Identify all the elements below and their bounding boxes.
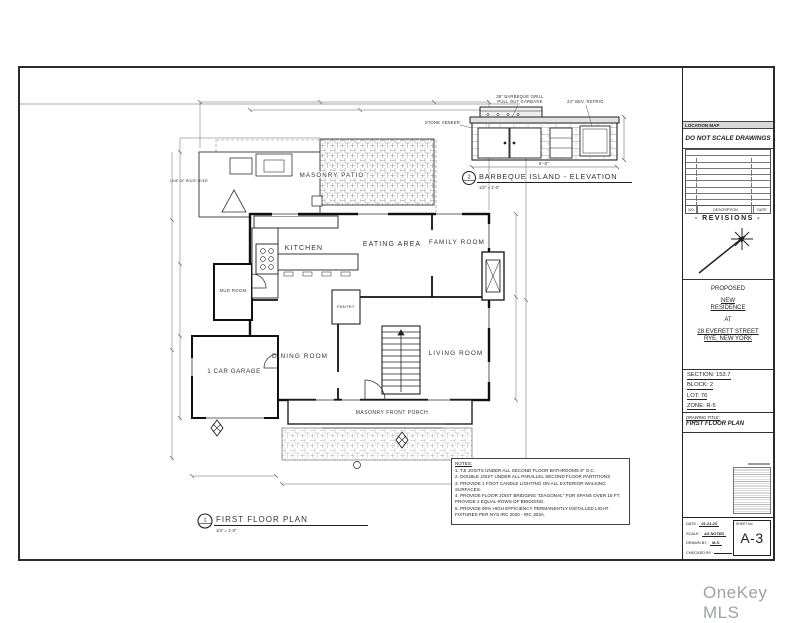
location-map-box	[683, 68, 773, 122]
floor-plan-drawing: MASONRY PATIO KITCHEN EATING AREA FAMILY…	[20, 94, 632, 533]
garage-outline	[191, 335, 279, 419]
revisions-table-header: NO. DESCRIPTION DATE	[685, 206, 771, 214]
copyright-text-block	[733, 467, 771, 514]
plan-detail-number: 1	[203, 518, 206, 524]
project-line-street: 28 EVERETT STREET	[697, 329, 759, 335]
stamp-drawn-label: DRAWN BY :	[686, 540, 709, 546]
label-porch: MASONRY FRONT PORCH	[356, 410, 429, 416]
note-item: 4. PROVIDE FLOOR JOIST BRIDGING "DIAGONA…	[455, 493, 621, 505]
front-walk-hatch	[281, 427, 473, 461]
lot-info: SECTION: 153.7 BLOCK: 2 LOT: 76 ZONE: R-…	[687, 372, 773, 414]
project-line-proposed: PROPOSED	[710, 286, 745, 292]
label-roof-line: LINE OF ROOF OVER	[170, 179, 208, 183]
note-item: 3. PROVIDE 1 FOOT CANDLE LIGHTING ON ALL…	[455, 480, 606, 492]
revisions-col-no: NO.	[686, 206, 698, 213]
porch-outline	[287, 399, 473, 425]
bbq-grill-label-line1: 36" BARBEQUE GRILL	[496, 94, 544, 99]
watermark: OneKey MLS	[703, 583, 768, 622]
bbq-elevation-title: BARBEQUE ISLAND - ELEVATION	[479, 172, 617, 181]
stamp-checked-blank	[714, 550, 733, 554]
bbq-grill-label-line2: PULL OUT GARBAGE	[497, 99, 542, 104]
sheet-number-box: SHEET No A-3	[733, 520, 771, 556]
label-living-room: LIVING ROOM	[429, 350, 484, 357]
plan-title-text: FIRST FLOOR PLAN	[216, 515, 308, 524]
revisions-title: - REVISIONS -	[694, 215, 762, 222]
stamp-date-label: DATE :	[686, 521, 699, 526]
stamp-checked-label: CHECKED BY :	[686, 549, 714, 555]
bbq-elevation: 36" BARBEQUE GRILL PULL OUT GARBAGE 24" …	[20, 94, 632, 190]
kitchen-fixtures	[251, 215, 359, 299]
staircase	[381, 325, 421, 395]
bbq-width-dim: 9'-6"	[539, 161, 549, 166]
range	[255, 243, 279, 275]
stamp-block: DATE : 01-21-23 SCALE : AS NOTED DRAWN B…	[683, 517, 773, 559]
notes-title: NOTES:	[455, 461, 473, 466]
bbq-refrig-label: 24" BEV. REFRIG.	[567, 99, 605, 104]
drawing-title-label: DRAWING TITLE:	[686, 415, 720, 420]
fireplace	[481, 251, 505, 301]
project-info: PROPOSED NEW RESIDENCE AT 28 EVERETT STR…	[683, 286, 773, 348]
plan-scale: 1/4" = 1'-0"	[216, 528, 237, 533]
north-arrow-box	[683, 226, 773, 280]
pantry-outline	[331, 289, 361, 325]
north-arrow-icon	[698, 228, 753, 274]
do-not-scale-note: DO NOT SCALE DRAWINGS	[683, 129, 773, 149]
label-pantry: PANTRY	[337, 304, 355, 309]
house-outline	[248, 212, 491, 402]
outdoor-kitchen-fixtures	[221, 153, 323, 213]
label-dining-room: DINING ROOM	[272, 353, 328, 360]
note-item: 2. DOUBLE JOIST UNDER ALL PARALLEL SECON…	[455, 474, 611, 480]
revisions-table	[685, 149, 771, 214]
project-line-at: AT	[724, 317, 732, 323]
lot-section: SECTION: 153.7	[687, 372, 731, 380]
doors	[251, 273, 386, 401]
stamp-date-value: 01-21-23	[699, 521, 719, 527]
copyright-caption	[748, 463, 770, 465]
notes-box: NOTES: 1. TJI JOISTS UNDER ALL SECOND FL…	[451, 458, 630, 525]
note-item: 1. TJI JOISTS UNDER ALL SECOND FLOOR BAT…	[455, 467, 596, 473]
revisions-col-description: DESCRIPTION	[698, 206, 754, 213]
section-markers	[210, 419, 409, 469]
title-block: LOCATION MAP DO NOT SCALE DRAWINGS NO. D…	[682, 68, 773, 559]
bbq-detail-number: 2	[467, 175, 470, 181]
stamp-scale-value: AS NOTED	[702, 530, 727, 537]
stamp-drawn-value: M.S.	[710, 540, 723, 547]
sheet-number: A-3	[740, 530, 764, 546]
stamp-scale-label: SCALE :	[686, 530, 701, 536]
project-line-new: NEW	[721, 298, 735, 304]
sheet-number-label: SHEET No	[736, 522, 753, 526]
drawing-title: FIRST FLOOR PLAN	[686, 421, 744, 427]
lot-lot: LOT: 76	[687, 392, 708, 401]
label-garage: 1 CAR GARAGE	[207, 368, 261, 375]
note-item: 5. PROVIDE 90% HIGH EFFICIENCY PERMANENT…	[455, 505, 609, 517]
drawing-sheet: MASONRY PATIO KITCHEN EATING AREA FAMILY…	[18, 66, 775, 561]
mud-room-outline	[213, 263, 253, 321]
label-masonry-patio: MASONRY PATIO	[300, 172, 365, 179]
plan-title: 1 FIRST FLOOR PLAN 1/4" = 1'-0"	[197, 513, 368, 533]
bbq-elevation-scale: 1/2" = 1'-0"	[479, 185, 500, 190]
label-eating-area: EATING AREA	[363, 241, 421, 248]
lot-block: BLOCK: 2	[687, 382, 714, 390]
kitchen-island	[277, 253, 359, 271]
label-family-room: FAMILY ROOM	[429, 239, 485, 246]
room-labels: MASONRY PATIO KITCHEN EATING AREA FAMILY…	[170, 171, 485, 416]
dimension-lines	[169, 99, 529, 487]
project-line-city: RYE, NEW YORK	[703, 336, 753, 342]
revisions-col-date: DATE	[757, 208, 767, 212]
windows	[190, 212, 491, 420]
bbq-stone-label: STONE VENEER	[425, 120, 460, 125]
masonry-patio-hatch	[319, 138, 435, 206]
project-line-residence: RESIDENCE	[710, 305, 746, 311]
label-kitchen: KITCHEN	[285, 245, 323, 252]
location-map-label: LOCATION MAP	[683, 122, 773, 129]
label-mud-room: MUD ROOM	[220, 288, 247, 293]
lot-zone: ZONE: R-5	[687, 402, 716, 411]
